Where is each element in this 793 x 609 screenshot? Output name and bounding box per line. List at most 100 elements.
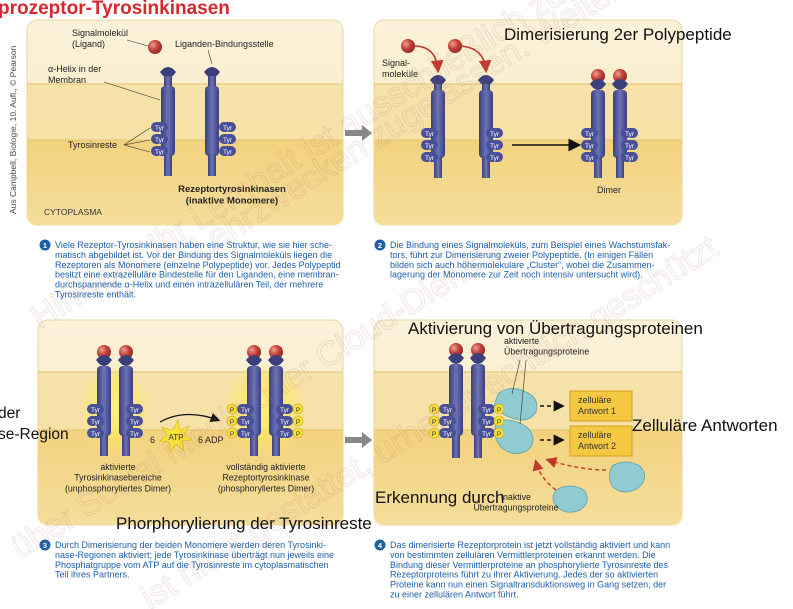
receptor-label: Rezeptortyrosinkinasen(inaktive Monomere… (178, 184, 286, 207)
overlay-dimerization-title: Dimerisierung 2er Polypeptide (504, 25, 732, 44)
svg-text:Tyr: Tyr (130, 407, 140, 414)
cytoplasm-label: CYTOPLASMA (44, 207, 102, 217)
svg-text:Tyr: Tyr (223, 137, 233, 144)
svg-text:Tyr: Tyr (223, 149, 233, 156)
page-title-fragment: prozeptor-Tyrosinkinasen (0, 0, 230, 19)
svg-text:Viele Rezeptor-Tyrosinkinasen: Viele Rezeptor-Tyrosinkinasen haben eine… (55, 240, 341, 299)
panel-phosphorylation: Tyr Tyr Tyr Tyr Tyr Tyr ATP 6 6 ADP (37, 319, 344, 526)
svg-text:Tyr: Tyr (490, 131, 500, 138)
svg-text:P: P (497, 431, 501, 438)
copyright-note: Aus Campbell, Biologie, 10. Aufl., © Pea… (8, 45, 18, 214)
svg-text:Tyr: Tyr (443, 431, 453, 438)
svg-text:P: P (296, 419, 300, 426)
svg-text:Tyr: Tyr (443, 419, 453, 426)
tyr-residues-p1: Tyr Tyr Tyr Tyr Tyr Tyr (151, 122, 236, 156)
arrow-3-to-4 (345, 432, 372, 448)
svg-text:Tyr: Tyr (482, 407, 492, 414)
svg-text:Tyr: Tyr (625, 131, 635, 138)
svg-text:4: 4 (378, 541, 383, 550)
svg-text:Tyr: Tyr (130, 419, 140, 426)
relay-proteins-active: P P P (493, 388, 538, 454)
ligand-ball (148, 40, 162, 54)
svg-text:Durch Dimerisierung der beiden: Durch Dimerisierung der beiden Monomere … (55, 540, 334, 580)
svg-text:P: P (230, 407, 234, 414)
svg-text:Tyr: Tyr (443, 407, 453, 414)
svg-text:Tyr: Tyr (91, 431, 101, 438)
atp-star: ATP 6 6 ADP (150, 413, 224, 453)
svg-text:Tyr: Tyr (91, 419, 101, 426)
svg-text:Tyr: Tyr (585, 155, 595, 162)
svg-text:P: P (497, 419, 501, 426)
tyr-residues-p2: Tyr Tyr Tyr Tyr Tyr Tyr (421, 128, 503, 162)
svg-text:Tyr: Tyr (490, 143, 500, 150)
svg-text:6 ADP: 6 ADP (198, 435, 224, 445)
svg-text:P: P (432, 419, 436, 426)
svg-text:Tyr: Tyr (425, 143, 435, 150)
svg-text:Tyr: Tyr (241, 431, 251, 438)
svg-text:Tyr: Tyr (425, 155, 435, 162)
svg-text:Tyr: Tyr (585, 131, 595, 138)
svg-text:Tyr: Tyr (155, 149, 165, 156)
arrow-1-to-2 (345, 125, 372, 141)
ligand-label: Signalmolekül(Ligand) (72, 28, 128, 49)
svg-text:Das dimerisierte Rezeptorprote: Das dimerisierte Rezeptorprotein ist jet… (390, 540, 670, 599)
dimer-phosphorylated: Tyr Tyr Tyr Tyr Tyr Tyr P P P P P P (223, 345, 307, 458)
svg-text:6: 6 (150, 435, 155, 445)
svg-text:Tyr: Tyr (482, 431, 492, 438)
signal-label: Signal-moleküle (382, 58, 418, 79)
dimer-active-p4: Tyr Tyr Tyr Tyr Tyr Tyr P P P (428, 343, 495, 458)
svg-text:P: P (497, 407, 501, 414)
overlay-relay-activation-title: Aktivierung von Übertragungsproteinen (408, 319, 703, 338)
svg-text:Tyr: Tyr (155, 137, 165, 144)
svg-text:Tyr: Tyr (585, 143, 595, 150)
svg-text:Die Bindung eines Signalmolekü: Die Bindung eines Signalmoleküls, zum Be… (390, 240, 670, 280)
svg-text:P: P (296, 407, 300, 414)
svg-text:Tyr: Tyr (223, 125, 233, 132)
svg-text:1: 1 (43, 241, 47, 250)
panel-relay-activation: Tyr Tyr Tyr Tyr Tyr Tyr P P P P P P zell… (373, 319, 683, 526)
svg-text:P: P (230, 431, 234, 438)
svg-text:Tyr: Tyr (625, 143, 635, 150)
overlay-phosphorylation-title: Phorphorylierung der Tyrosinreste (116, 514, 372, 533)
relay-proteins-inactive (532, 457, 645, 513)
dimer-p2: Tyr Tyr Tyr Tyr Tyr Tyr (581, 69, 638, 178)
binding-site-label: Liganden-Bindungsstelle (175, 39, 274, 49)
caption-3: 3 Durch Dimerisierung der beiden Monomer… (39, 539, 334, 580)
svg-text:Tyr: Tyr (241, 407, 251, 414)
phosphate-groups: Tyr Tyr Tyr Tyr Tyr Tyr P P P P P P (226, 403, 304, 439)
svg-text:P: P (230, 419, 234, 426)
panel-inactive-monomers: Tyr Tyr Tyr Tyr Tyr Tyr Signalmolekül(Li… (26, 19, 344, 226)
svg-text:Tyr: Tyr (280, 431, 290, 438)
svg-text:Tyr: Tyr (280, 419, 290, 426)
svg-text:Tyr: Tyr (241, 419, 251, 426)
svg-text:Tyr: Tyr (482, 419, 492, 426)
svg-text:Tyr: Tyr (625, 155, 635, 162)
svg-text:P: P (296, 431, 300, 438)
svg-text:P: P (432, 407, 436, 414)
caption-4: 4 Das dimerisierte Rezeptorprotein ist j… (374, 539, 670, 599)
svg-text:2: 2 (378, 241, 382, 250)
svg-text:Tyr: Tyr (130, 431, 140, 438)
overlay-cellular-responses: Zelluläre Antworten (632, 416, 778, 435)
overlay-recognition: Erkennung durch (375, 488, 504, 507)
caption-1: 1 Viele Rezeptor-Tyrosinkinasen haben ei… (39, 239, 341, 299)
svg-text:ATP: ATP (169, 433, 184, 442)
tyrosine-label: Tyrosinreste (68, 140, 117, 150)
svg-text:Tyr: Tyr (155, 125, 165, 132)
svg-text:3: 3 (43, 541, 47, 550)
receptor-monomer-right (204, 67, 220, 176)
dimer-label: Dimer (597, 185, 621, 195)
svg-text:Tyr: Tyr (490, 155, 500, 162)
svg-text:P: P (432, 431, 436, 438)
svg-text:Tyr: Tyr (91, 407, 101, 414)
svg-text:Tyr: Tyr (280, 407, 290, 414)
